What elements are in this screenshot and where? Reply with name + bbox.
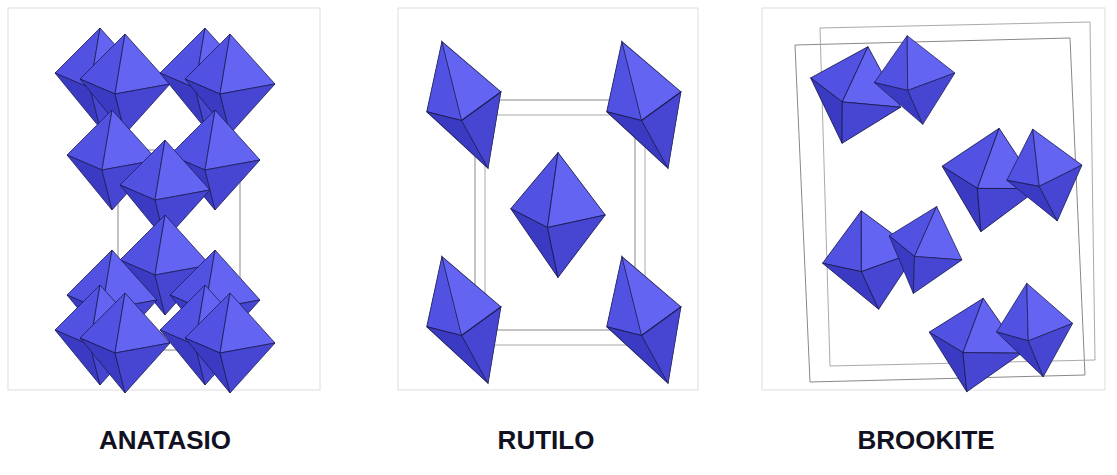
brookite-structure xyxy=(795,22,1095,400)
panel-frame xyxy=(8,8,320,390)
rutile-structure xyxy=(406,28,704,396)
anatase-structure xyxy=(55,28,275,393)
structure-label: ANATASIO xyxy=(99,425,231,456)
structure-label: BROOKITE xyxy=(857,425,994,456)
structure-label: RUTILO xyxy=(498,425,595,456)
